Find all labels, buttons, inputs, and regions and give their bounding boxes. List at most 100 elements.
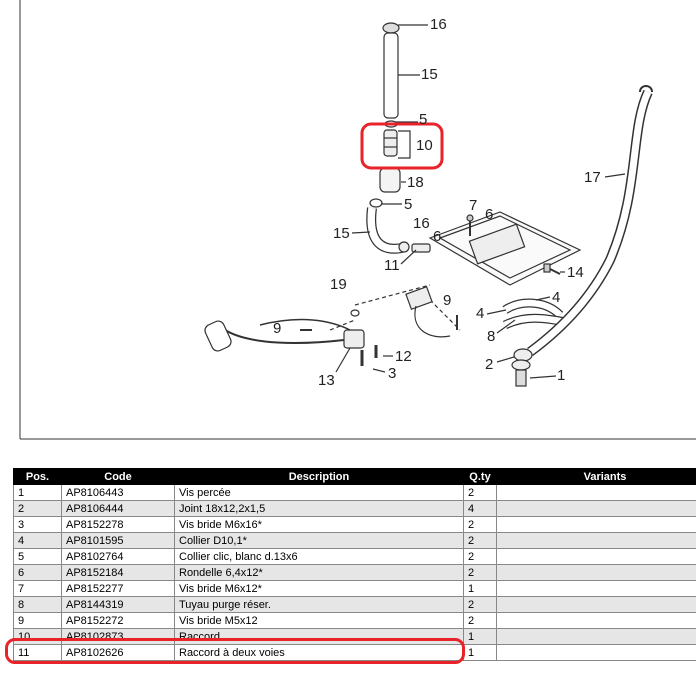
cell-qty: 2 xyxy=(463,532,497,549)
cell-variants xyxy=(496,500,696,517)
callout-17: 17 xyxy=(584,169,601,186)
cell-qty: 2 xyxy=(463,596,497,613)
cell-variants xyxy=(496,484,696,501)
cell-code: AP8152272 xyxy=(61,612,175,629)
part-connector xyxy=(379,167,401,193)
cell-description: Collier clic, blanc d.13x6 xyxy=(174,548,464,565)
cell-variants xyxy=(496,580,696,597)
highlight-row-10 xyxy=(5,638,465,664)
callout-2: 2 xyxy=(485,356,494,373)
part-clip-lower xyxy=(369,198,383,208)
cell-variants xyxy=(496,564,696,581)
callout-10: 10 xyxy=(416,137,433,154)
cell-qty: 2 xyxy=(463,484,497,501)
cell-variants xyxy=(496,516,696,533)
cell-pos: 2 xyxy=(13,500,62,517)
exploded-parts-diagram: 16 15 5 10 18 5 7 6 15 16 6 11 14 17 19 … xyxy=(19,0,696,440)
cell-pos: 5 xyxy=(13,548,62,565)
cell-code: AP8144319 xyxy=(61,596,175,613)
cell-qty: 2 xyxy=(463,548,497,565)
cell-code: AP8102626 xyxy=(61,644,175,661)
part-hose-top xyxy=(383,32,399,119)
cell-qty: 1 xyxy=(463,644,497,661)
cell-description: Joint 18x12,2x1,5 xyxy=(174,500,464,517)
callout-14: 14 xyxy=(567,264,584,281)
cell-pos: 9 xyxy=(13,612,62,629)
cell-qty: 4 xyxy=(463,500,497,517)
callout-9: 9 xyxy=(443,292,452,309)
callout-6-lower: 6 xyxy=(433,228,442,245)
callout-12: 12 xyxy=(395,348,412,365)
header-qty: Q.ty xyxy=(463,468,497,485)
callout-1: 1 xyxy=(557,367,566,384)
cell-variants xyxy=(496,548,696,565)
header-code: Code xyxy=(61,468,175,485)
callout-6: 6 xyxy=(485,206,494,223)
header-description: Description xyxy=(174,468,464,485)
callout-5: 5 xyxy=(419,111,428,128)
cell-variants xyxy=(496,532,696,549)
cell-code: AP8101595 xyxy=(61,532,175,549)
cell-pos: 3 xyxy=(13,516,62,533)
callout-4: 4 xyxy=(476,305,485,322)
header-variants: Variants xyxy=(496,468,696,485)
cell-variants xyxy=(496,644,696,661)
cell-qty: 2 xyxy=(463,516,497,533)
callout-3: 3 xyxy=(388,365,397,382)
cell-pos: 1 xyxy=(13,484,62,501)
callout-11: 11 xyxy=(384,257,400,274)
cell-description: Collier D10,1* xyxy=(174,532,464,549)
cell-pos: 7 xyxy=(13,580,62,597)
callout-8: 8 xyxy=(487,328,496,345)
callout-9-left: 9 xyxy=(273,320,282,337)
cell-qty: 2 xyxy=(463,564,497,581)
cell-variants xyxy=(496,596,696,613)
cell-description: Vis bride M6x16* xyxy=(174,516,464,533)
cell-qty: 1 xyxy=(463,580,497,597)
part-sensor xyxy=(343,329,365,349)
cell-pos: 8 xyxy=(13,596,62,613)
table-header-row: Pos. Code Description Q.ty Variants xyxy=(13,468,696,485)
part-fitting xyxy=(383,129,398,157)
cell-description: Vis bride M6x12* xyxy=(174,580,464,597)
cell-qty: 1 xyxy=(463,628,497,645)
cell-variants xyxy=(496,628,696,645)
diagram-drawing xyxy=(19,0,696,440)
cell-code: AP8106444 xyxy=(61,500,175,517)
cell-description: Vis bride M5x12 xyxy=(174,612,464,629)
callout-15: 15 xyxy=(421,66,438,83)
cell-code: AP8152277 xyxy=(61,580,175,597)
callout-15-lower: 15 xyxy=(333,225,350,242)
cell-code: AP8106443 xyxy=(61,484,175,501)
cell-description: Vis percée xyxy=(174,484,464,501)
callout-19: 19 xyxy=(330,276,347,293)
part-cap xyxy=(382,22,400,34)
callout-16-lower: 16 xyxy=(413,215,430,232)
cell-code: AP8152184 xyxy=(61,564,175,581)
header-pos: Pos. xyxy=(13,468,62,485)
cell-pos: 4 xyxy=(13,532,62,549)
cell-description: Raccord à deux voies xyxy=(174,644,464,661)
callout-4-right: 4 xyxy=(552,289,561,306)
callout-7: 7 xyxy=(469,197,478,214)
cell-code: AP8152278 xyxy=(61,516,175,533)
cell-pos: 6 xyxy=(13,564,62,581)
callout-13: 13 xyxy=(318,372,335,389)
cell-description: Tuyau purge réser. xyxy=(174,596,464,613)
cell-variants xyxy=(496,612,696,629)
cell-code: AP8102764 xyxy=(61,548,175,565)
cell-description: Rondelle 6,4x12* xyxy=(174,564,464,581)
